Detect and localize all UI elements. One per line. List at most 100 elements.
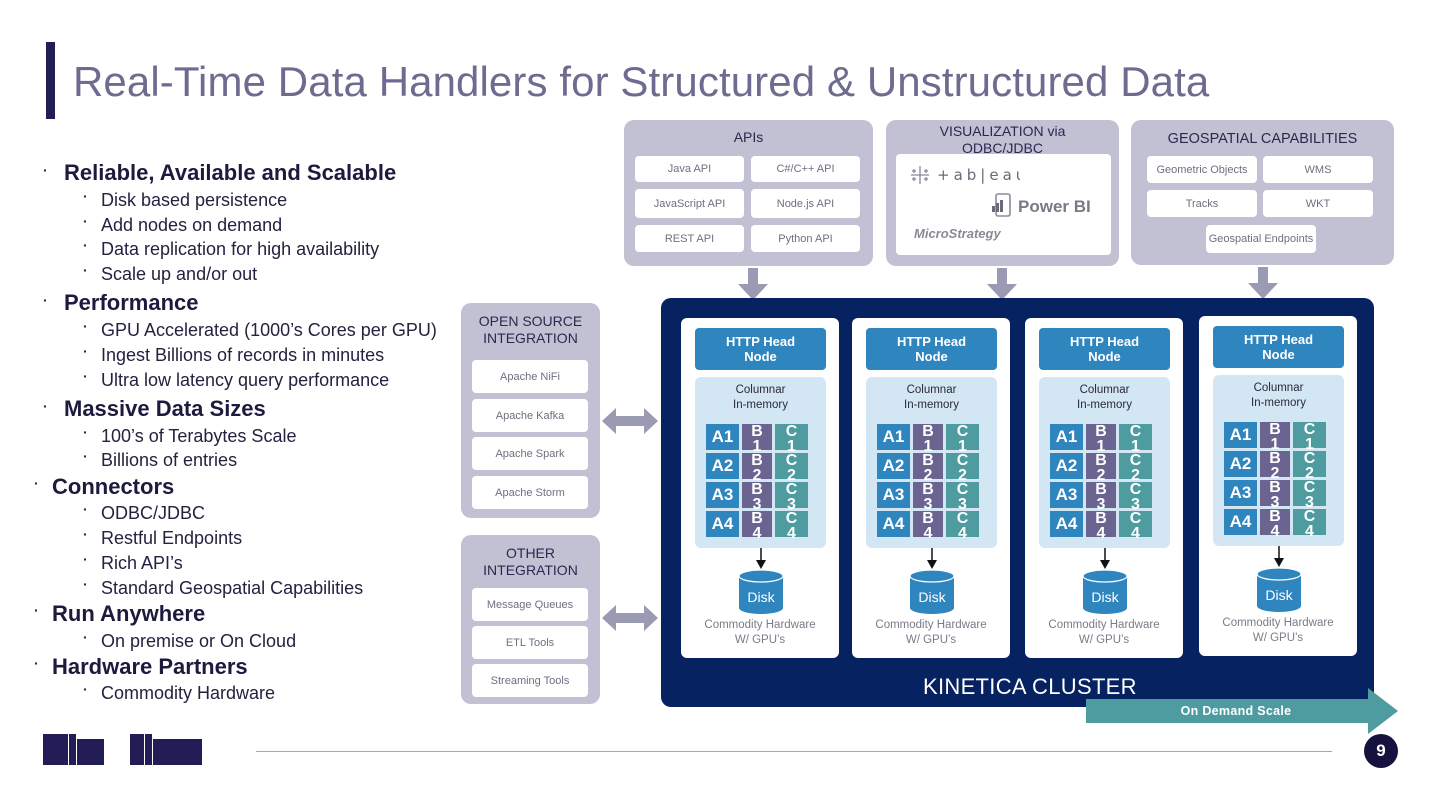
down-arrow-icon: [1100, 548, 1110, 569]
disk-label: Disk: [1265, 587, 1293, 603]
open-source-panel: OPEN SOURCE INTEGRATION Apache NiFi Apac…: [461, 303, 600, 518]
other-integration-panel: OTHER INTEGRATION Message Queues ETL Too…: [461, 535, 600, 704]
hardware-label-line: Commodity Hardware: [704, 619, 816, 631]
column-a-cell: A3: [1050, 482, 1083, 508]
column-a-cell: A2: [877, 453, 910, 479]
column-b-cell: B 4: [913, 511, 943, 542]
open-source-chip: Apache NiFi: [472, 360, 588, 393]
column-b-cell: B 3: [913, 482, 943, 513]
column-a-cell: A3: [877, 482, 910, 508]
head-node-label: Node: [1088, 349, 1121, 364]
bullet-dot: ·: [83, 681, 88, 697]
hardware-label-line: W/ GPU’s: [905, 634, 957, 646]
bullet-dot: ·: [83, 368, 88, 384]
powerbi-logo-icon: Power BI: [992, 193, 1091, 217]
bidirectional-arrow-icon: [602, 408, 658, 434]
memory-label-line: Columnar: [906, 384, 957, 396]
apis-title: APIs: [733, 129, 764, 145]
title-accent-bar: [46, 42, 55, 119]
bullet-heading: Run Anywhere: [52, 601, 206, 626]
api-chip: Java API: [635, 156, 744, 182]
geospatial-title: GEOSPATIAL CAPABILITIES: [1167, 131, 1358, 147]
down-arrow-icon: [987, 268, 1017, 300]
hardware-label-line: W/ GPU’s: [734, 634, 786, 646]
company-logo-icon: [43, 734, 104, 765]
on-demand-scale-label: On Demand Scale: [1180, 704, 1292, 718]
bullet-dot: ·: [83, 318, 88, 334]
other-integration-title: OTHER INTEGRATION: [461, 545, 600, 579]
hardware-label-line: Commodity Hardware: [875, 619, 987, 631]
down-arrow-icon: [927, 548, 937, 569]
bullet-item: Data replication for high availability: [101, 239, 380, 259]
visualization-title: VISUALIZATION via ODBC/JDBC: [886, 123, 1119, 157]
head-node-label: HTTP Head: [1243, 332, 1314, 347]
geospatial-chip: WKT: [1263, 190, 1373, 217]
disk-icon: [738, 569, 784, 614]
memory-label-line: Columnar: [735, 384, 786, 396]
svg-text:Power BI: Power BI: [1018, 197, 1091, 216]
disk-icon: [1256, 567, 1302, 612]
bullet-dot: ·: [83, 551, 88, 567]
column-c-cell: C 2: [775, 453, 808, 484]
column-a-cell: A2: [706, 453, 739, 479]
column-a-cell: A4: [706, 511, 739, 537]
disk-icon: [909, 569, 955, 614]
bullet-dot: ·: [83, 629, 88, 645]
bullet-item: On premise or On Cloud: [101, 631, 297, 651]
column-a-cell: A1: [1050, 424, 1083, 450]
column-b-cell: B 1: [1260, 422, 1290, 453]
other-integration-title-line2: INTEGRATION: [483, 562, 578, 578]
bullet-item: Add nodes on demand: [101, 215, 283, 235]
column-c-cell: C 3: [946, 482, 979, 513]
column-c-cell: C 3: [1119, 482, 1152, 513]
column-a-cell: A3: [1224, 480, 1257, 506]
api-chip: Python API: [751, 225, 860, 252]
commodity-hardware-label: Commodity Hardware W/ GPU’s: [681, 618, 839, 648]
column-b-cell: B 4: [1260, 509, 1290, 540]
hardware-label-line: Commodity Hardware: [1222, 617, 1334, 629]
api-chip: Node.js API: [751, 189, 860, 218]
column-c-cell: C 1: [775, 424, 808, 455]
disk-label: Disk: [918, 589, 946, 605]
memory-label-line: In-memory: [733, 399, 788, 411]
open-source-chip: Apache Storm: [472, 476, 588, 509]
column-c-cell: C 4: [1119, 511, 1152, 542]
bullet-dot: ·: [43, 292, 48, 308]
bullet-dot: ·: [83, 501, 88, 517]
column-c-cell: C 1: [1119, 424, 1152, 455]
head-node-label: Node: [915, 349, 948, 364]
geospatial-chip: Geometric Objects: [1147, 156, 1257, 183]
bullet-item: Rich API’s: [101, 553, 183, 573]
slide-title: Real-Time Data Handlers for Structured &…: [73, 58, 1210, 105]
api-chip: REST API: [635, 225, 744, 252]
geospatial-chip: Geospatial Endpoints: [1206, 225, 1316, 253]
bullet-item: Standard Geospatial Capabilities: [101, 578, 364, 598]
bullet-item: Restful Endpoints: [101, 528, 243, 548]
bullet-dot: ·: [83, 526, 88, 542]
bullet-dot: ·: [34, 475, 39, 491]
disk-icon: [1082, 569, 1128, 614]
commodity-hardware-label: Commodity Hardware W/ GPU’s: [852, 618, 1010, 648]
open-source-chip: Apache Spark: [472, 437, 588, 470]
hardware-label-line: W/ GPU’s: [1078, 634, 1130, 646]
bullet-item: Billions of entries: [101, 450, 238, 470]
column-c-cell: C 2: [946, 453, 979, 484]
bullet-item: Scale up and/or out: [101, 264, 258, 284]
column-c-cell: C 1: [946, 424, 979, 455]
column-c-cell: C 4: [775, 511, 808, 542]
bullet-item: Ingest Billions of records in minutes: [101, 345, 385, 365]
geospatial-panel: GEOSPATIAL CAPABILITIES Geometric Object…: [1131, 120, 1394, 265]
on-demand-scale-arrow-icon: [1086, 688, 1398, 734]
